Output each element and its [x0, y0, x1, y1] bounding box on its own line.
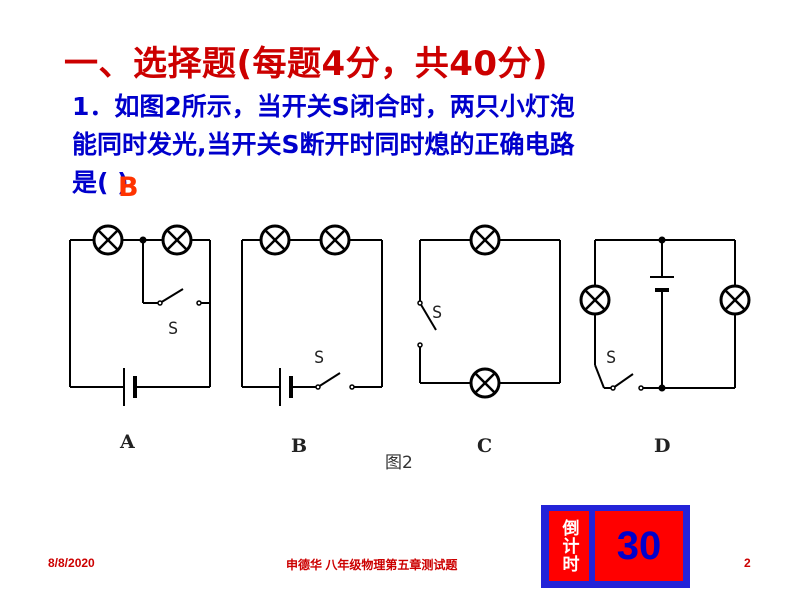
lamp-icon [319, 224, 351, 256]
countdown-timer: 倒计时 30 [541, 505, 690, 588]
circuit-b [241, 224, 383, 406]
lamp-icon [579, 284, 611, 316]
question-text: 1．如图2所示，当开关S闭合时，两只小灯泡 能同时发光,当开关S断开时同时熄的正… [72, 88, 732, 202]
countdown-label: 倒计时 [549, 511, 589, 581]
lamp-icon [259, 224, 291, 256]
lamp-icon [469, 224, 501, 256]
switch-label-b: S [314, 348, 324, 368]
lamp-icon [92, 224, 124, 256]
question-line-2: 能同时发光,当开关S断开时同时熄的正确电路 [72, 130, 575, 159]
switch-label-a: S [168, 319, 178, 339]
question-line-1: 1．如图2所示，当开关S闭合时，两只小灯泡 [72, 92, 575, 121]
question-line-3: 是( ) [72, 168, 129, 197]
circuit-label-b: B [291, 435, 307, 457]
circuit-d [579, 239, 751, 389]
page-number: 2 [744, 556, 751, 570]
circuit-label-c: C [477, 435, 492, 457]
footer-title: 申德华 八年级物理第五章测试题 [286, 558, 458, 572]
section-heading: 一、选择题(每题4分，共40分) [64, 44, 549, 84]
countdown-value: 30 [595, 511, 683, 581]
figure-caption: 图2 [385, 453, 413, 473]
circuit-c [419, 224, 561, 399]
lamp-icon [719, 284, 751, 316]
lamp-icon [161, 224, 193, 256]
answer-mark: B [118, 172, 139, 203]
lamp-icon [469, 367, 501, 399]
switch-label-d: S [606, 348, 616, 368]
switch-label-c: S [432, 303, 442, 323]
circuit-a [69, 224, 211, 406]
footer-date: 8/8/2020 [48, 556, 95, 570]
circuit-label-d: D [654, 435, 670, 457]
circuit-label-a: A [119, 431, 135, 453]
